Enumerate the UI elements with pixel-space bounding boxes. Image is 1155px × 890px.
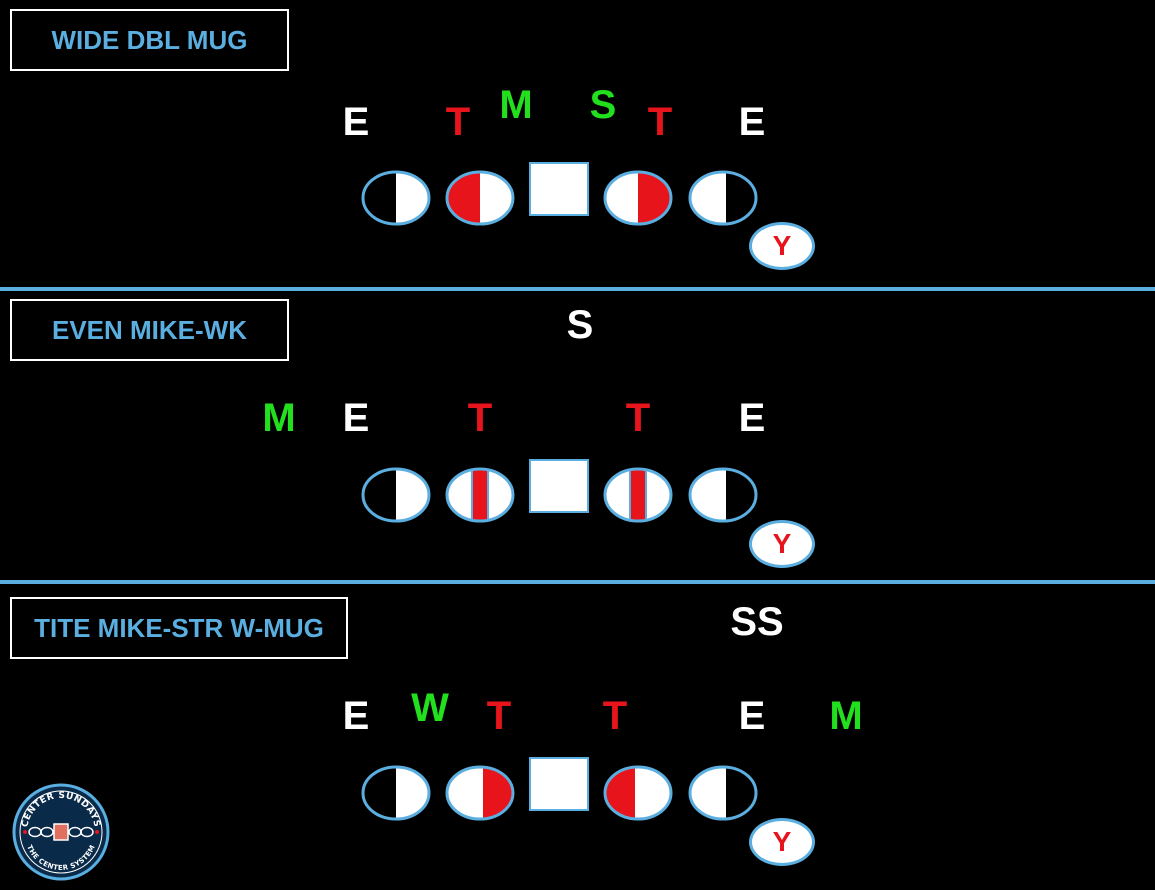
- defender-end-left: E: [342, 396, 370, 440]
- defender-tackle-right: T: [625, 396, 651, 440]
- offensive-guard-right: [603, 765, 673, 821]
- offensive-guard-right: [603, 170, 673, 226]
- offensive-tackle-left: [361, 765, 431, 821]
- defender-mike: M: [499, 83, 533, 127]
- tight-end-y: Y: [749, 222, 815, 270]
- center-sundays-logo: CENTER SUNDAYS THE CENTER SYSTEM: [11, 782, 111, 882]
- offensive-guard-left: [445, 467, 515, 523]
- defender-end-left: E: [342, 100, 370, 144]
- panel-divider-2: [0, 580, 1155, 584]
- formation-label-3: TITE MIKE-STR W-MUG: [10, 597, 348, 659]
- panel-divider-1: [0, 287, 1155, 291]
- offensive-guard-left: [445, 170, 515, 226]
- formation-label-1: WIDE DBL MUG: [10, 9, 289, 71]
- center-square: [529, 162, 589, 216]
- defender-tackle-right: T: [602, 694, 628, 738]
- offensive-tackle-right: [688, 467, 758, 523]
- defender-sam: S: [589, 83, 617, 127]
- defender-end-right: E: [738, 396, 766, 440]
- formation-label-2: EVEN MIKE-WK: [10, 299, 289, 361]
- offensive-tackle-right: [688, 765, 758, 821]
- defender-mike: M: [829, 694, 863, 738]
- offensive-tackle-left: [361, 170, 431, 226]
- offensive-guard-left: [445, 765, 515, 821]
- offensive-tackle-left: [361, 467, 431, 523]
- defender-tackle-left: T: [445, 100, 471, 144]
- offensive-guard-right: [603, 467, 673, 523]
- offensive-tackle-right: [688, 170, 758, 226]
- defender-end-right: E: [738, 694, 766, 738]
- defender-strong-safety: SS: [730, 600, 784, 644]
- defender-will: W: [411, 686, 449, 730]
- defender-mike: M: [262, 396, 296, 440]
- defender-end-right: E: [738, 100, 766, 144]
- defender-end-left: E: [342, 694, 370, 738]
- tight-end-y: Y: [749, 520, 815, 568]
- defender-tackle-left: T: [467, 396, 493, 440]
- center-square: [529, 757, 589, 811]
- defender-tackle-right: T: [647, 100, 673, 144]
- defender-tackle-left: T: [486, 694, 512, 738]
- center-square: [529, 459, 589, 513]
- tight-end-y: Y: [749, 818, 815, 866]
- defender-safety: S: [566, 303, 594, 347]
